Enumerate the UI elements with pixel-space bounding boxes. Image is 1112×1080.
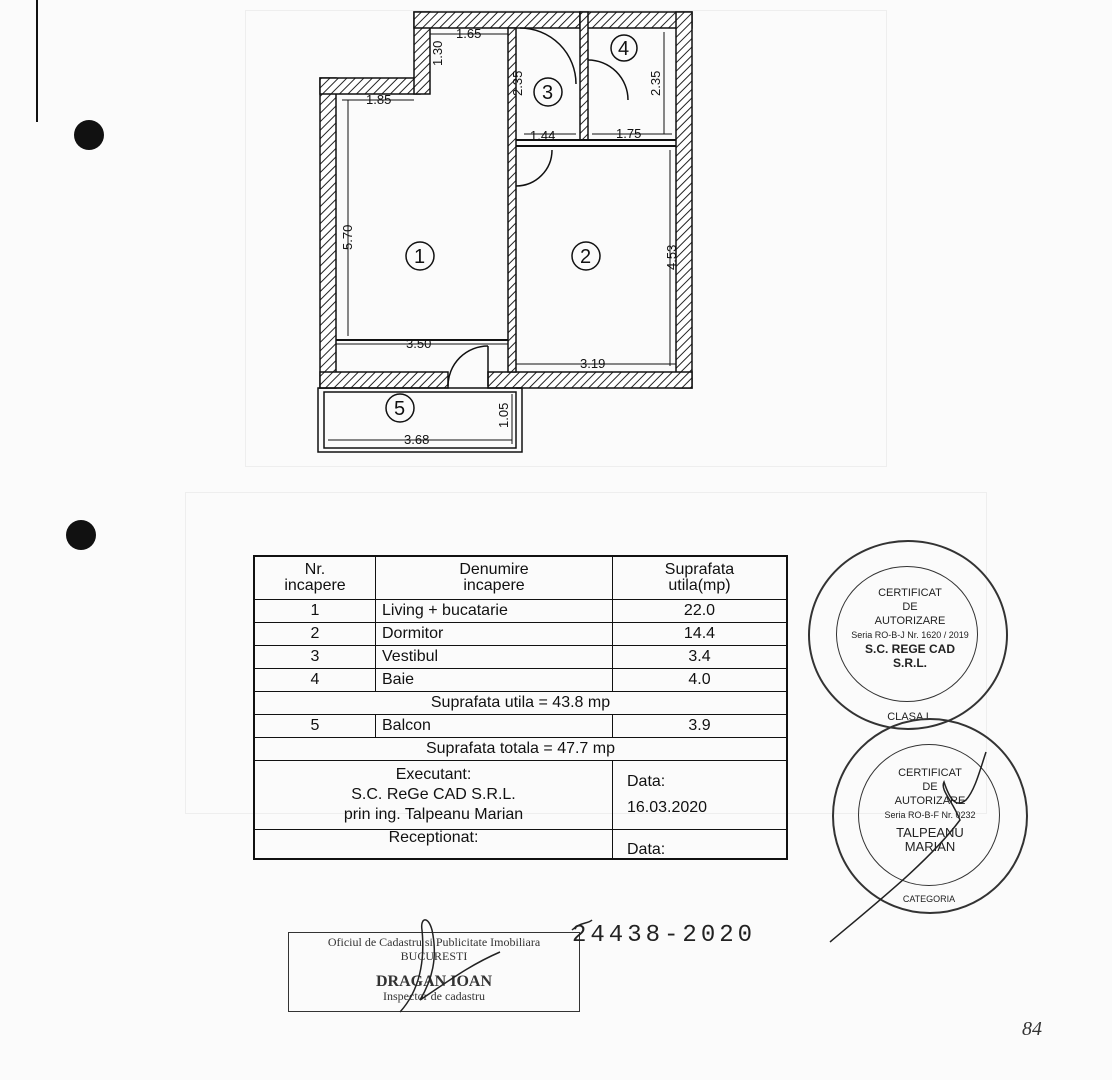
executant-cell: Executant: S.C. ReGe CAD S.R.L. prin ing… [253, 760, 613, 830]
room-markers [385, 34, 638, 423]
stamp1-line: Seria RO-B-J Nr. 1620 / 2019 [851, 630, 969, 640]
walls [319, 11, 693, 389]
stamp1-line: AUTORIZARE [874, 615, 946, 627]
stamp2-category: CATEGORIA [902, 894, 956, 904]
executant-company: S.C. ReGe CAD S.R.L. [351, 786, 516, 803]
dim-4-53: 4.53 [664, 245, 679, 270]
dim-1-44: 1.44 [530, 128, 555, 143]
dim-1-75: 1.75 [616, 126, 641, 141]
executant-label: Executant: [395, 766, 472, 783]
punch-hole-top [74, 120, 104, 150]
registration-number: 24438-2020 [572, 922, 757, 949]
stamp1-line: DE [902, 601, 918, 613]
bleed-through-frame [245, 10, 887, 467]
received-date-label: Data: [612, 829, 788, 860]
dim-3-19: 3.19 [580, 356, 605, 371]
balcony [317, 387, 523, 453]
dim-2-35-left: 2.35 [510, 71, 525, 96]
room-area: 4.0 [612, 668, 788, 692]
table-row: 1 Living + bucatarie 22.0 [253, 599, 788, 623]
usable-area-total: Suprafata utila = 43.8 mp [253, 691, 788, 715]
page-number: 84 [1022, 1018, 1042, 1040]
room-name: Living + bucatarie [375, 599, 613, 623]
room-nr: 4 [253, 668, 376, 692]
room-area: 3.4 [612, 645, 788, 669]
engineer-authorization-stamp: CERTIFICAT DE AUTORIZARE Seria RO-B-F Nr… [832, 718, 1028, 914]
dim-5-70: 5.70 [340, 225, 355, 250]
dim-3-50: 3.50 [406, 336, 431, 351]
table-header-row: Nr. incapere Denumire incapere Suprafata… [253, 555, 788, 600]
stamp2-line: CERTIFICAT [898, 767, 962, 779]
dim-1-85: 1.85 [366, 92, 391, 107]
room-number-1: 1 [414, 246, 425, 268]
executant-person: prin ing. Talpeanu Marian [343, 806, 524, 823]
date-label: Data: [627, 773, 666, 790]
table-row: 3 Vestibul 3.4 [253, 645, 788, 669]
dim-1-05: 1.05 [496, 403, 511, 428]
usable-total-row: Suprafata utila = 43.8 mp [253, 691, 788, 715]
header-name: Denumire incapere [375, 555, 613, 600]
dim-1-30: 1.30 [430, 41, 445, 66]
dim-2-35-right: 2.35 [648, 71, 663, 96]
dimension-lines [328, 30, 676, 444]
dim-3-68: 3.68 [404, 432, 429, 447]
stamp1-text: CERTIFICAT DE AUTORIZARE Seria RO-B-J Nr… [850, 586, 970, 670]
room-area-table: Nr. incapere Denumire incapere Suprafata… [253, 555, 788, 860]
stamp1-line: CERTIFICAT [878, 587, 942, 599]
received-label: Receptionat: [253, 829, 613, 860]
doors [447, 27, 629, 387]
room-number-3: 3 [542, 82, 553, 104]
received-row: Receptionat: Data: [253, 829, 788, 860]
room-number-5: 5 [394, 398, 405, 420]
dim-1-65: 1.65 [456, 26, 481, 41]
balcony-nr: 5 [253, 714, 376, 738]
header-nr: Nr. incapere [253, 555, 376, 600]
balcony-name: Balcon [375, 714, 613, 738]
table-row: 5 Balcon 3.9 [253, 714, 788, 738]
room-name: Dormitor [375, 622, 613, 646]
stamp1-line: S.C. REGE CAD S.R.L. [864, 642, 955, 670]
punch-hole-bottom [66, 520, 96, 550]
stamp2-line: DE [922, 781, 938, 793]
signature-cadastre [399, 919, 501, 1013]
room-nr: 1 [253, 599, 376, 623]
stamp2-line: MARIAN [904, 839, 956, 854]
signature-mark [571, 919, 593, 931]
floor-plan: 1.65 1.30 1.85 5.70 2.35 2.35 1.44 1.75 … [317, 11, 693, 453]
interior-walls [336, 139, 676, 341]
office-stamp-line: DRAGAN IOAN [376, 973, 492, 990]
room-number-4: 4 [618, 38, 629, 60]
stamp2-line: Seria RO-B-F Nr. 0232 [884, 810, 976, 820]
signature-stamp-engineer [829, 751, 987, 943]
date-cell: Data: 16.03.2020 [612, 760, 788, 830]
executant-row: Executant: S.C. ReGe CAD S.R.L. prin ing… [253, 760, 788, 830]
margin-line [36, 0, 38, 122]
date-value: 16.03.2020 [627, 799, 708, 816]
room-number-2: 2 [580, 246, 591, 268]
